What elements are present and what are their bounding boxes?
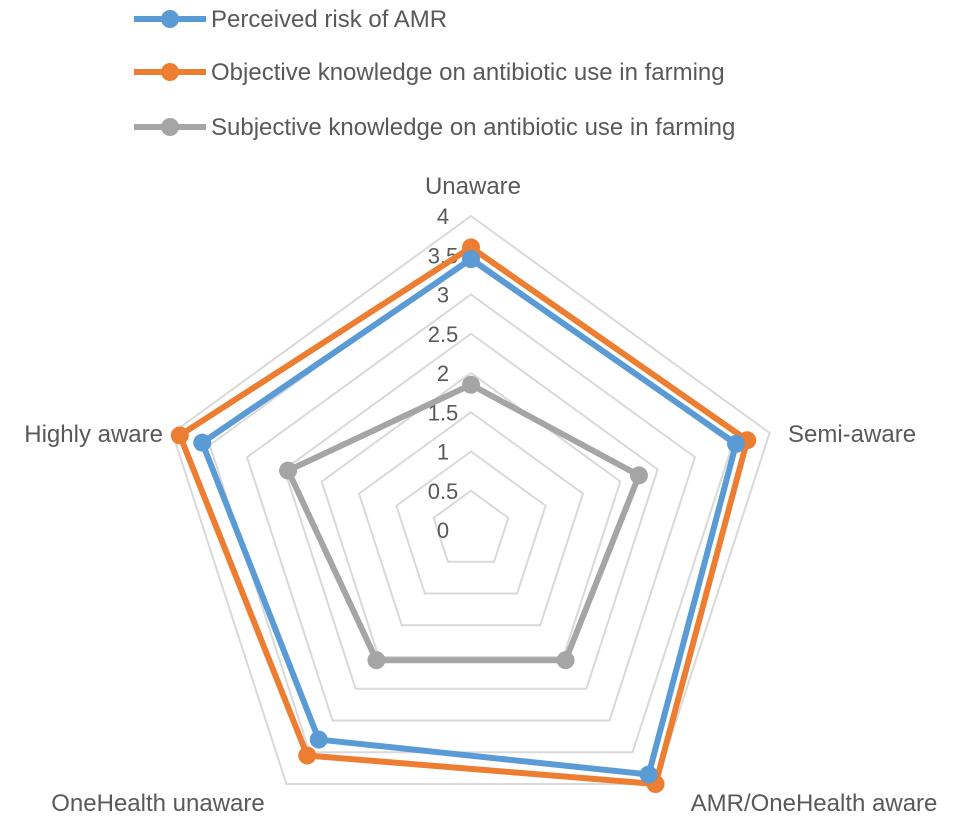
legend-label: Subjective knowledge on antibiotic use i… <box>211 114 735 141</box>
legend-marker <box>161 118 179 136</box>
tick-label: 0.5 <box>428 479 459 504</box>
grid-ring <box>395 450 547 595</box>
data-point <box>298 746 317 765</box>
radar-grid <box>171 214 771 786</box>
data-point <box>727 434 746 453</box>
data-point <box>309 730 328 749</box>
legend-item: Objective knowledge on antibiotic use in… <box>134 59 725 86</box>
grid-ring <box>432 489 510 563</box>
series-1 <box>170 238 757 794</box>
category-label: OneHealth unaware <box>51 790 264 817</box>
tick-label: 1 <box>437 440 449 465</box>
category-label: Unaware <box>425 173 521 200</box>
data-point <box>462 250 480 269</box>
tick-label: 3 <box>437 283 449 308</box>
data-point <box>462 375 480 394</box>
tick-label: 0 <box>437 518 449 543</box>
tick-label: 2 <box>437 361 449 386</box>
category-label: Semi-aware <box>788 421 916 448</box>
legend-item: Subjective knowledge on antibiotic use i… <box>134 114 735 141</box>
legend-item: Perceived risk of AMR <box>134 6 447 33</box>
series-line <box>176 244 751 788</box>
category-label: AMR/OneHealth aware <box>691 790 938 817</box>
series-layer <box>170 238 757 794</box>
legend-marker <box>161 63 179 81</box>
data-point <box>170 426 189 445</box>
series-line <box>199 256 740 778</box>
tick-label: 2.5 <box>428 322 459 347</box>
grid-ring <box>320 371 622 659</box>
legend-label: Objective knowledge on antibiotic use in… <box>211 59 725 86</box>
data-point <box>367 651 386 670</box>
series-line <box>285 381 642 664</box>
grid-ring <box>357 411 585 627</box>
category-label: Highly aware <box>24 421 163 448</box>
grid-ring <box>171 214 771 786</box>
grid-ring <box>283 332 659 690</box>
legend-marker <box>161 10 179 28</box>
tick-labels: 00.511.522.533.54 <box>428 204 459 543</box>
grid-ring <box>245 293 697 722</box>
series-2 <box>279 375 648 670</box>
data-point <box>629 466 648 485</box>
grid-ring <box>208 254 734 754</box>
data-point <box>639 765 658 784</box>
data-point <box>279 461 298 480</box>
legend-label: Perceived risk of AMR <box>211 6 447 33</box>
legend: Perceived risk of AMR Objective knowledge… <box>134 6 735 141</box>
data-point <box>193 433 212 452</box>
data-point <box>556 651 575 670</box>
tick-label: 4 <box>437 204 449 229</box>
series-0 <box>193 250 746 784</box>
